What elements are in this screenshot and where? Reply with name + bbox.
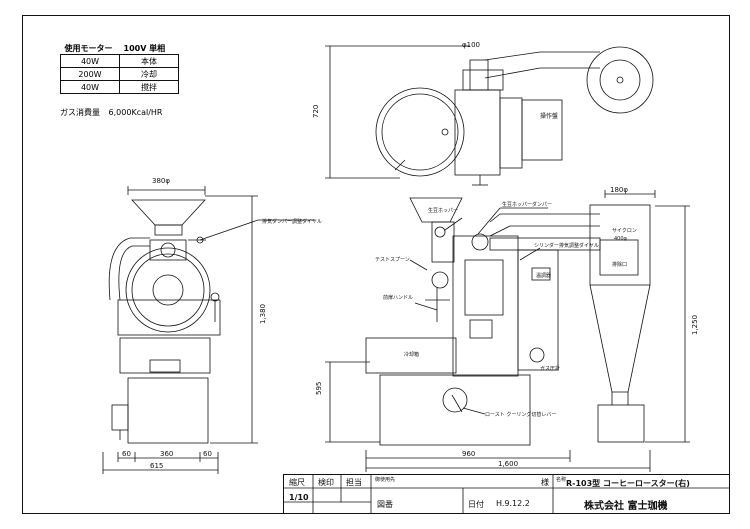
cyclone-dia-label: 180φ bbox=[610, 186, 628, 194]
front-view bbox=[102, 186, 258, 474]
exhaust-damper-label: 排気ダンパー調整ダイヤル bbox=[262, 218, 322, 225]
date-value: H.9.12.2 bbox=[496, 499, 530, 508]
product-name: R-103型 コーヒーロースター(右) bbox=[566, 479, 690, 488]
cyclone-label: サイクロン bbox=[612, 228, 637, 234]
stamp-label: 検印 bbox=[318, 478, 334, 487]
base-mid-label: 360 bbox=[160, 450, 173, 458]
cylinder-damper-label: シリンダー排気調整ダイヤル bbox=[534, 242, 599, 249]
usage-label: 御使用先 bbox=[375, 477, 396, 483]
raw-hopper-label: 生豆ホッパー bbox=[428, 207, 458, 214]
gas-label: ガス消費量 bbox=[60, 108, 100, 117]
client-suffix: 様 bbox=[541, 478, 549, 487]
front-handle-label: 前扉ハンドル bbox=[383, 294, 413, 301]
fan-circle bbox=[586, 46, 654, 114]
cooler-label: 冷却箱 bbox=[404, 351, 419, 358]
lever-label: ロースト クーリング切替レバー bbox=[485, 411, 556, 418]
front-width-label: 380φ bbox=[152, 177, 170, 185]
company-name: 株式会社 富士珈機 bbox=[584, 501, 668, 512]
top-view bbox=[325, 45, 654, 186]
control-panel-label: 操作盤 bbox=[540, 112, 558, 120]
top-height-label: 720 bbox=[312, 105, 320, 118]
motor-header-voltage: 100V 単相 bbox=[123, 43, 166, 53]
motor-table: 使用モーター 100V 単相 40W 本体 200W 冷却 40W 撹拌 bbox=[60, 42, 179, 94]
drawing-no-label: 図番 bbox=[377, 500, 393, 509]
motor-power: 40W bbox=[60, 80, 120, 94]
total-width-label: 1,600 bbox=[498, 460, 518, 468]
base-total-label: 615 bbox=[150, 462, 163, 470]
motor-header-label: 使用モーター bbox=[64, 43, 113, 53]
title-block: 縮尺 検印 担当 御使用先 様 名称 R-103型 コーヒーロースター(右) 1… bbox=[282, 473, 730, 514]
drum-circle bbox=[375, 87, 465, 177]
side-view bbox=[199, 190, 690, 472]
title-block-grid bbox=[282, 473, 730, 514]
gas-consumption: ガス消費量 6,000Kcal/HR bbox=[60, 107, 163, 118]
scale-label: 縮尺 bbox=[289, 478, 305, 487]
heater-label: 温調器 bbox=[536, 272, 551, 279]
front-height-label: 1,380 bbox=[259, 304, 267, 324]
side-width-label: 960 bbox=[462, 450, 475, 458]
date-label: 日付 bbox=[468, 500, 484, 509]
test-spoon-label: テストスプーン bbox=[375, 257, 410, 263]
main-hopper-damper-label: 生豆ホッパーダンパー bbox=[502, 201, 552, 208]
gas-value: 6,000Kcal/HR bbox=[108, 108, 163, 117]
drawing-frame bbox=[22, 15, 730, 514]
scale-value: 1/10 bbox=[289, 493, 309, 502]
motor-use: 撹拌 bbox=[119, 80, 179, 94]
name-label: 名称 bbox=[556, 477, 567, 483]
chaff-label: 排除口 bbox=[612, 261, 627, 268]
side-height-label: 595 bbox=[315, 382, 323, 395]
base-right-label: 60 bbox=[203, 450, 212, 458]
check-label: 担当 bbox=[346, 478, 362, 487]
cyclone-size-label: 400φ bbox=[614, 236, 628, 242]
base-left-label: 60 bbox=[122, 450, 131, 458]
pipe-dia-label: φ100 bbox=[462, 41, 480, 49]
cyclone-height-label: 1,250 bbox=[691, 315, 699, 335]
gas-meter-label: ガス圧計 bbox=[540, 365, 560, 372]
